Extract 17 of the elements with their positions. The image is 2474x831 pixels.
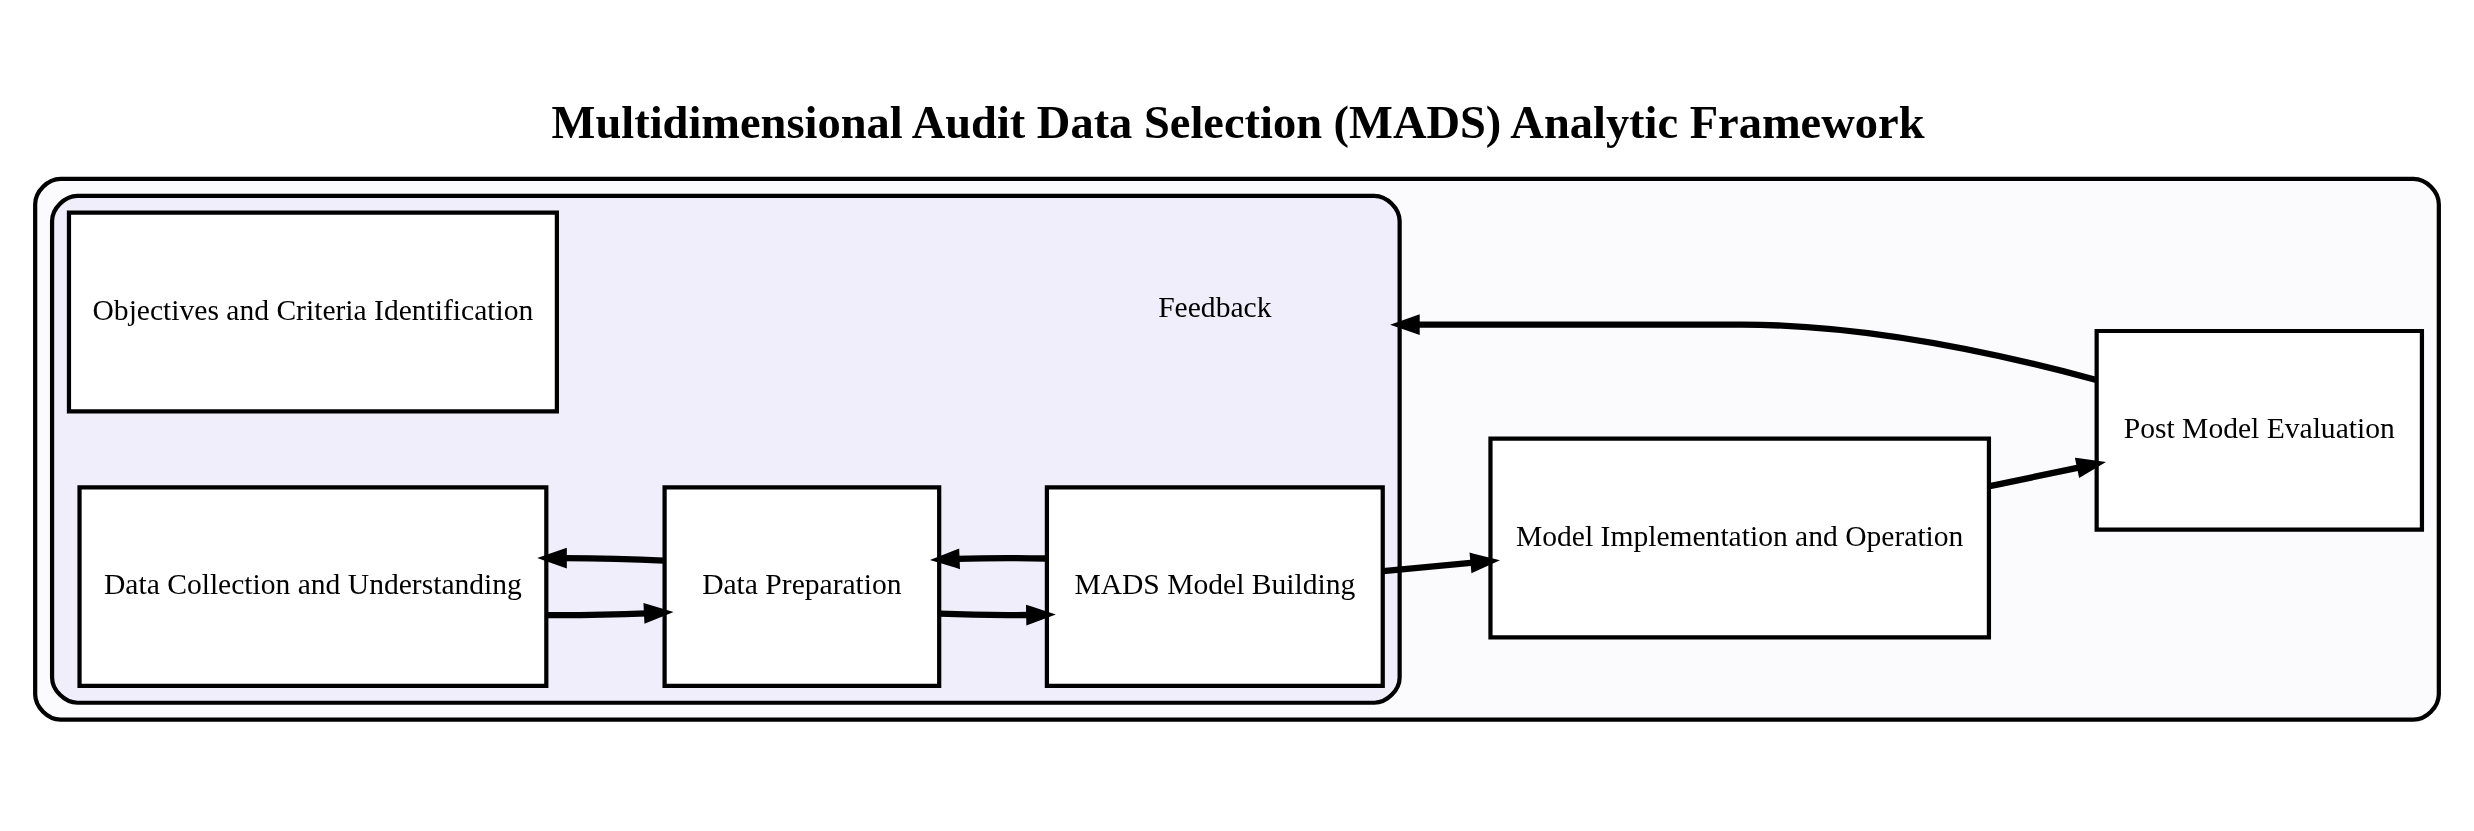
arrow [929, 548, 1047, 570]
node-box: Objectives and Criteria Identification [66, 210, 559, 414]
edge-label: Feedback [1158, 290, 1272, 323]
node-box: Data Collection and Understanding [77, 485, 549, 688]
arrow [537, 547, 665, 569]
node-box: Post Model Evaluation [2094, 328, 2425, 532]
diagram-title: Multidimensional Audit Data Selection (MADS) Analytic Framework [551, 96, 1925, 148]
arrow [1390, 314, 2098, 383]
cluster [33, 176, 2441, 722]
node-box: Data Preparation [662, 485, 942, 688]
node-box: Model Implementation and Operation [1488, 436, 1992, 640]
arrow [546, 603, 674, 624]
arrow [939, 604, 1056, 626]
arrow [1989, 457, 2107, 490]
arrow [1382, 552, 1500, 575]
cluster [49, 193, 1402, 705]
node-box: MADS Model Building [1044, 485, 1385, 688]
